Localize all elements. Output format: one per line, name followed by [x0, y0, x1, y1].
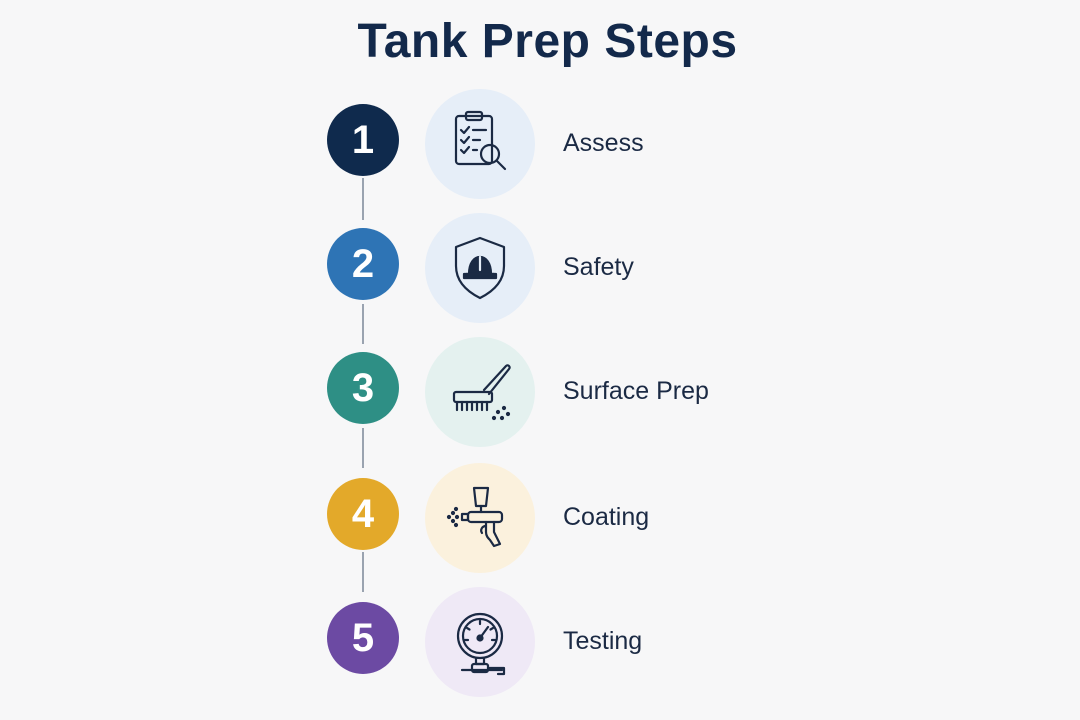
shield-hardhat-icon — [454, 236, 506, 300]
step-icon-circle-5 — [425, 587, 535, 697]
connector-line — [362, 304, 364, 344]
step-number-3: 3 — [327, 352, 399, 424]
step-label-1: Assess — [563, 129, 644, 157]
step-number-1: 1 — [327, 104, 399, 176]
clipboard-magnifier-icon — [454, 110, 507, 171]
step-number-4: 4 — [327, 478, 399, 550]
pressure-gauge-icon — [456, 612, 506, 676]
step-icon-circle-1 — [425, 89, 535, 199]
step-icon-circle-3 — [425, 337, 535, 447]
spray-gun-icon — [446, 486, 504, 548]
brush-icon — [452, 364, 511, 421]
step-label-4: Coating — [563, 503, 650, 531]
step-icon-circle-2 — [425, 213, 535, 323]
step-label-3: Surface Prep — [563, 377, 709, 405]
page-title: Tank Prep Steps — [357, 15, 738, 68]
connector-line — [362, 552, 364, 592]
step-number-2: 2 — [327, 228, 399, 300]
step-icon-circle-4 — [425, 463, 535, 573]
step-label-2: Safety — [563, 253, 634, 281]
step-label-5: Testing — [563, 627, 643, 655]
connector-line — [362, 428, 364, 468]
step-number-5: 5 — [327, 602, 399, 674]
connector-line — [362, 178, 364, 220]
